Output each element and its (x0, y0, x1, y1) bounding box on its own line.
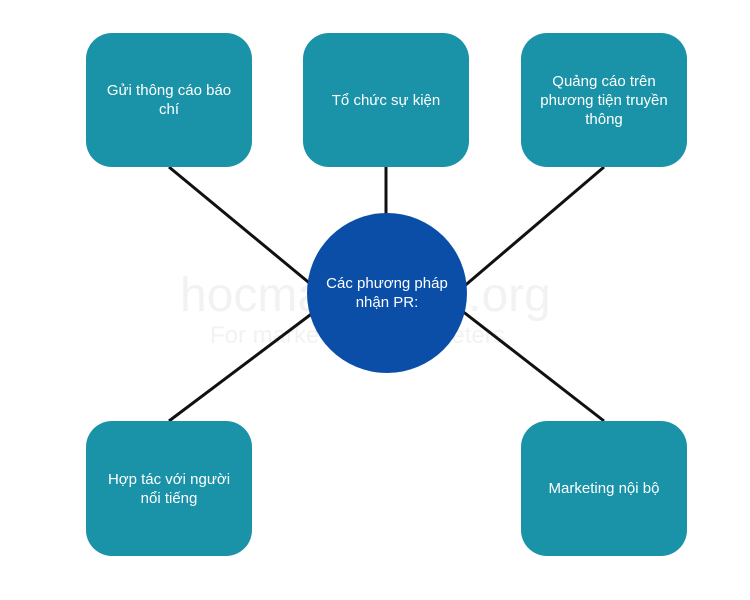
connector-n1 (168, 165, 331, 302)
node-label: Tổ chức sự kiện (331, 91, 441, 109)
node-label: Quảng cáo trên phương tiện truyền thông (540, 72, 668, 128)
center-node: Các phương pháp nhận PR: (307, 213, 467, 373)
center-node-label: Các phương pháp nhận PR: (326, 275, 448, 311)
node-label: Marketing nội bộ (548, 480, 660, 497)
connector-n3 (447, 165, 605, 302)
connector-n4 (168, 298, 331, 423)
node-press-release: Gửi thông cáo báo chí (86, 33, 252, 167)
node-media-advertising: Quảng cáo trên phương tiện truyền thông (521, 33, 687, 167)
node-celebrity-partnership: Hợp tác với người nổi tiếng (86, 421, 252, 556)
node-label: Gửi thông cáo báo chí (106, 82, 232, 118)
node-organize-event: Tổ chức sự kiện (303, 33, 469, 167)
connector-n5 (447, 298, 605, 423)
node-label: Hợp tác với người nổi tiếng (107, 470, 231, 507)
node-internal-marketing: Marketing nội bộ (521, 421, 687, 556)
